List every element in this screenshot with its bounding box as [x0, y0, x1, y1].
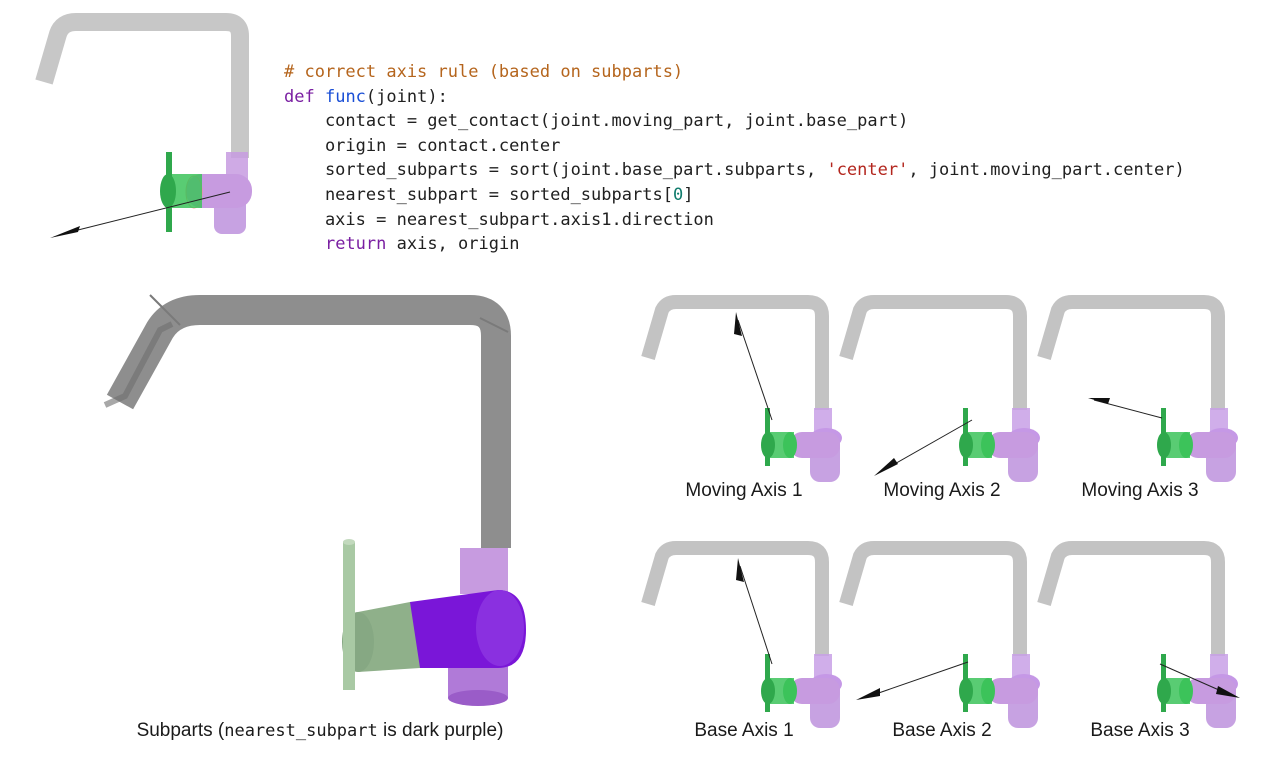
code-block: # correct axis rule (based on subparts) … [284, 60, 1185, 257]
code-signature: (joint): [365, 86, 448, 107]
moving-axis-1-figure [648, 302, 842, 482]
base-axis-2-figure [846, 548, 1040, 728]
code-line-sorted-end: , joint.moving_part.center) [908, 160, 1185, 181]
code-line-axis: axis = nearest_subpart.axis1.direction [284, 209, 714, 230]
caption-base-axis-3: Base Axis 3 [1090, 720, 1190, 741]
code-line-sorted: sorted_subparts = sort(joint.base_part.s… [284, 160, 827, 181]
code-number-zero: 0 [672, 184, 684, 205]
caption-moving-axis-1: Moving Axis 1 [685, 480, 803, 501]
caption-moving-axis-3: Moving Axis 3 [1081, 480, 1199, 501]
caption-base-axis-1: Base Axis 1 [694, 720, 794, 741]
code-return-keyword: return [324, 234, 387, 255]
moving-axis-3-figure [1044, 302, 1238, 482]
code-def-keyword: def [284, 86, 315, 107]
caption-moving-axis-2: Moving Axis 2 [883, 480, 1001, 501]
code-return-values: axis, origin [386, 234, 520, 255]
subparts-caption: Subparts (nearest_subpart is dark purple… [0, 720, 640, 742]
subparts-caption-post: is dark purple) [377, 720, 504, 741]
code-line-origin: origin = contact.center [284, 135, 561, 156]
code-line-contact: contact = get_contact(joint.moving_part,… [284, 111, 909, 132]
code-line-nearest: nearest_subpart = sorted_subparts[ [284, 184, 673, 205]
main-faucet-subparts [103, 294, 526, 706]
subparts-caption-code: nearest_subpart [224, 721, 378, 741]
caption-base-axis-2: Base Axis 2 [892, 720, 992, 741]
base-axis-3-figure [1044, 548, 1240, 728]
top-left-faucet [35, 12, 252, 238]
base-axis-1-figure [648, 548, 842, 728]
code-line-nearest-end: ] [683, 184, 694, 205]
moving-axis-2-figure [846, 302, 1040, 482]
subparts-caption-pre: Subparts ( [136, 720, 225, 741]
code-comment: # correct axis rule (based on subparts) [284, 62, 684, 82]
code-func-name: func [324, 86, 366, 107]
code-string-center: 'center' [826, 160, 909, 181]
